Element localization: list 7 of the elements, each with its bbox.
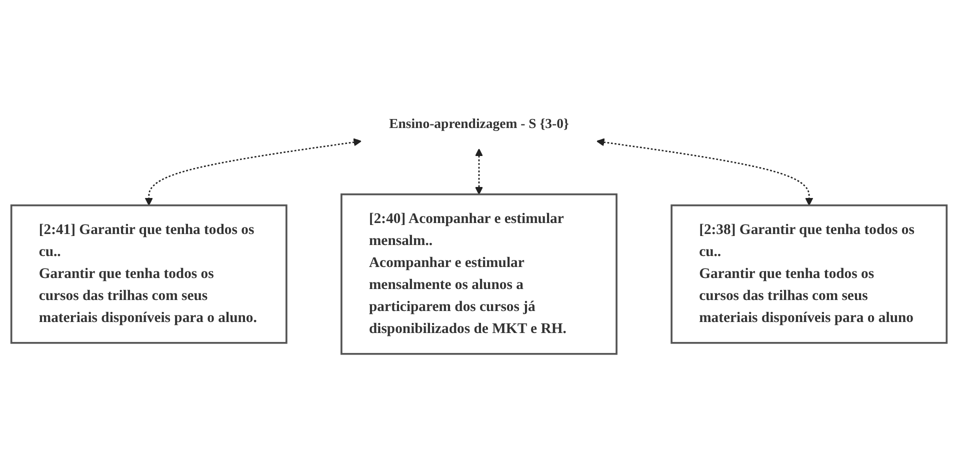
- arrow: [144, 138, 362, 206]
- node-box: [2:38] Garantir que tenha todos os cu.. Garantir que tenha todos os cursos das trilhas com seus materiais disponíveis para o aluno: [670, 204, 948, 344]
- arrow: [474, 148, 484, 196]
- node-text: Ensino-aprendizagem - S {3-0}: [389, 117, 569, 132]
- node-box: [2:40] Acompanhar e estimular mensalm.. Acompanhar e estimular mensalmente os alunos a participarem dos cursos já disponibilizados de MKT e RH.: [340, 194, 618, 356]
- arrow: [596, 138, 814, 206]
- node-box: [2:41] Garantir que tenha todos os cu.. Garantir que tenha todos os cursos das trilhas com seus materiais disponíveis para o aluno.: [10, 204, 288, 344]
